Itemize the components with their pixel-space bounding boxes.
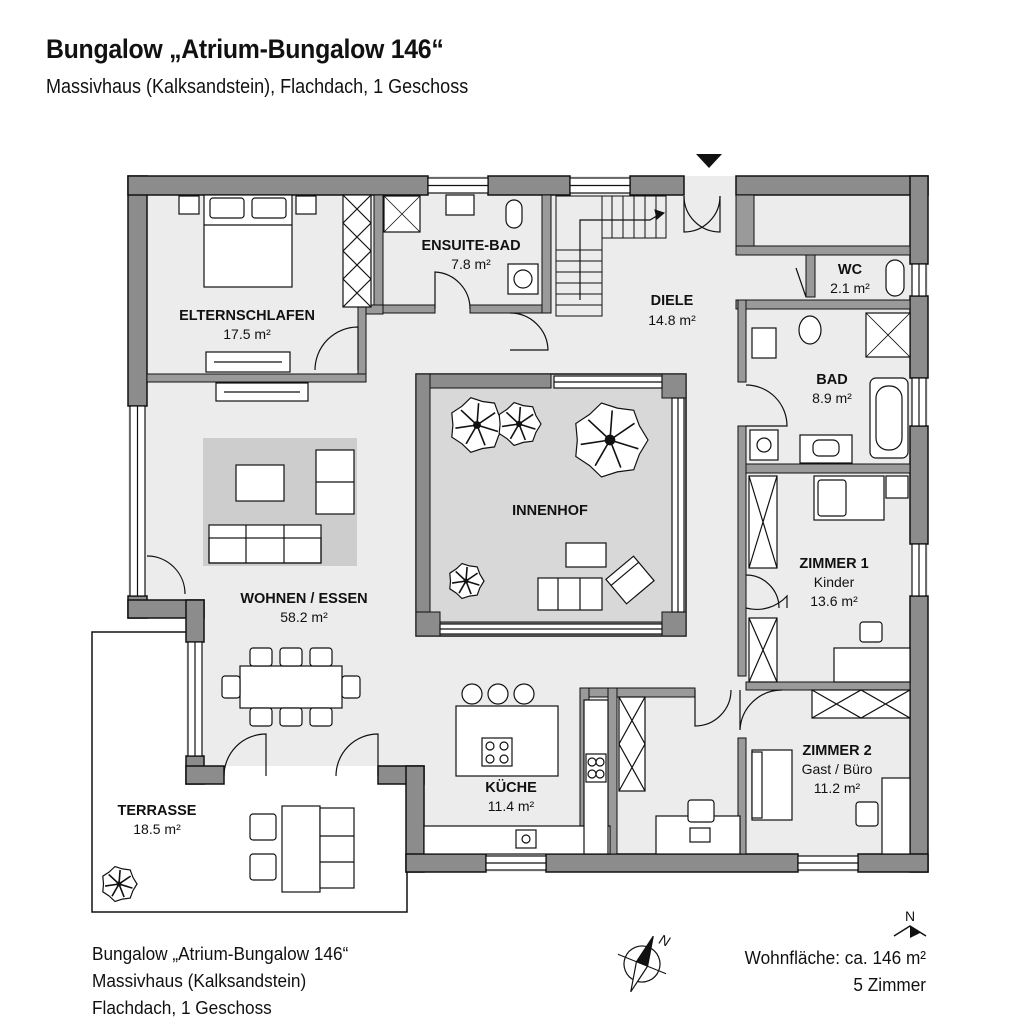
coffee-table — [235, 464, 285, 502]
area-diele: 14.8 m² — [648, 312, 696, 328]
sub-zimmer2: Gast / Büro — [802, 761, 873, 777]
compass-north-label: N — [657, 931, 673, 950]
label-zimmer1: ZIMMER 1 — [799, 556, 868, 572]
area-ensuite: 7.8 m² — [451, 256, 491, 272]
tree-icon — [498, 401, 542, 447]
label-wohnen: WOHNEN / ESSEN — [240, 591, 367, 607]
stairs — [555, 195, 667, 317]
area-wohnen: 58.2 m² — [280, 609, 328, 625]
footer-line-3: Flachdach, 1 Geschoss — [92, 997, 272, 1018]
courtyard-trees — [102, 397, 649, 903]
plan-title: Bungalow „Atrium-Bungalow 146“ — [46, 34, 444, 64]
label-wc: WC — [838, 262, 863, 278]
furniture — [178, 194, 911, 893]
sub-zimmer1: Kinder — [814, 574, 855, 590]
area-elternschlafen: 17.5 m² — [223, 326, 271, 342]
plan-subtitle: Massivhaus (Kalksandstein), Flachdach, 1… — [46, 76, 469, 98]
wardrobe — [342, 194, 372, 308]
footer-zimmer: 5 Zimmer — [853, 974, 926, 995]
label-ensuite: ENSUITE-BAD — [421, 238, 520, 254]
label-zimmer2: ZIMMER 2 — [802, 743, 871, 759]
area-zimmer2: 11.2 m² — [814, 780, 861, 796]
sofa — [208, 524, 322, 564]
footer-area-info: Wohnfläche: ca. 146 m² 5 Zimmer — [745, 944, 926, 998]
tree-icon — [449, 562, 485, 600]
windows — [129, 177, 927, 871]
area-terrasse: 18.5 m² — [133, 821, 181, 837]
room-labels: ELTERNSCHLAFEN 17.5 m² ENSUITE-BAD 7.8 m… — [118, 238, 873, 837]
label-elternschlafen: ELTERNSCHLAFEN — [179, 308, 315, 324]
north-arrow — [893, 925, 927, 938]
doors — [146, 195, 807, 777]
label-terrasse: TERRASSE — [118, 803, 197, 819]
label-diele: DIELE — [651, 293, 694, 309]
tree-icon — [451, 397, 506, 453]
north-arrow-label: N — [905, 908, 915, 924]
footer-line-1: Bungalow „Atrium-Bungalow 146“ — [92, 943, 349, 964]
interior-walls — [146, 194, 911, 855]
footer-line-2: Massivhaus (Kalksandstein) — [92, 970, 307, 991]
area-wc: 2.1 m² — [830, 280, 870, 296]
exterior-walls — [127, 175, 929, 873]
tree-icon — [575, 402, 649, 478]
dining-table — [239, 665, 343, 709]
area-zimmer1: 13.6 m² — [810, 593, 858, 609]
label-bad: BAD — [816, 372, 847, 388]
label-innenhof: INNENHOF — [512, 503, 588, 519]
footer-project-info: Bungalow „Atrium-Bungalow 146“ Massivhau… — [92, 940, 348, 1021]
entrance-marker — [696, 154, 722, 168]
area-kueche: 11.4 m² — [488, 798, 535, 814]
ensuite-sink — [445, 194, 475, 216]
compass-rose — [617, 935, 667, 993]
area-bad: 8.9 m² — [812, 390, 852, 406]
tree-icon — [102, 865, 138, 903]
footer-wohnflaeche: Wohnfläche: ca. 146 m² — [744, 947, 926, 968]
label-kueche: KÜCHE — [485, 779, 537, 796]
